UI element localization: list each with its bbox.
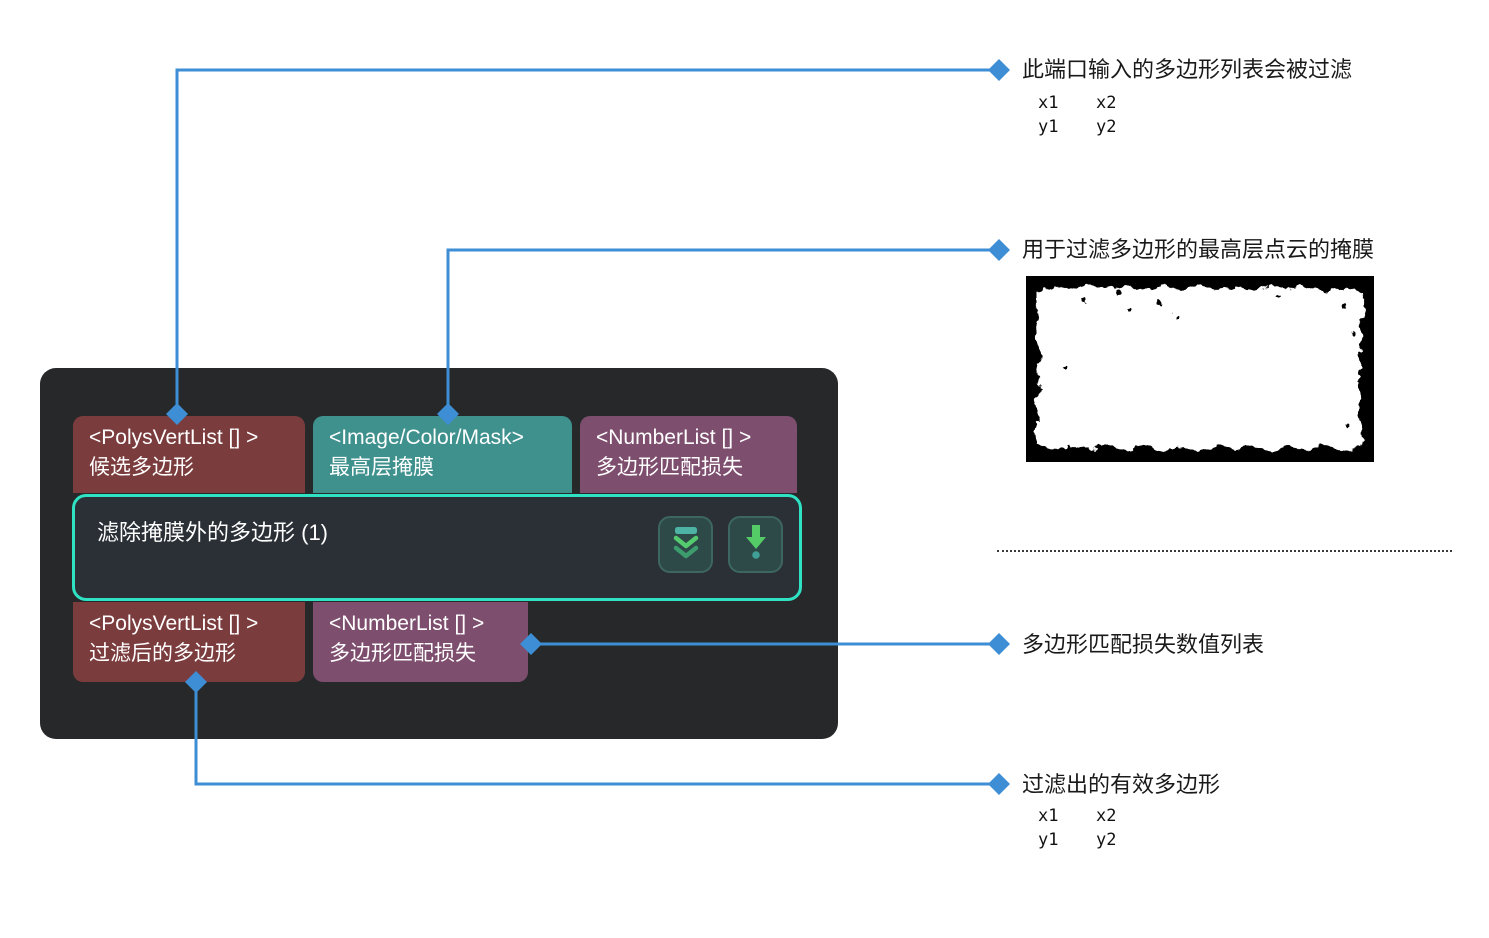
collapse-node-button[interactable] [658, 516, 713, 573]
step-node-title: 滤除掩膜外的多边形 (1) [97, 520, 329, 545]
port-type-label: <PolysVertList [] > [89, 426, 259, 449]
annotation-input-polygons: 此端口输入的多边形列表会被过滤 [1022, 57, 1353, 82]
coord-x2: x2 [1096, 93, 1117, 113]
mask-image [1026, 276, 1374, 462]
diamond-endpoint [988, 633, 1010, 655]
input-port-top-layer-mask[interactable]: <Image/Color/Mask> 最高层掩膜 [313, 416, 572, 493]
port-type-label: <Image/Color/Mask> [329, 426, 524, 449]
coord-y1: y1 [1038, 830, 1059, 850]
diamond-endpoint [988, 239, 1010, 261]
port-type-label: <NumberList [] > [329, 612, 485, 635]
coord-x1: x1 [1038, 806, 1059, 826]
step-node-body[interactable]: 滤除掩膜外的多边形 (1) [72, 494, 802, 601]
port-name-label: 最高层掩膜 [329, 456, 434, 479]
coord-x2: x2 [1096, 806, 1117, 826]
port-type-label: <PolysVertList [] > [89, 612, 259, 635]
separator-dotted-line [997, 550, 1452, 552]
coord-y2: y2 [1096, 830, 1117, 850]
double-chevron-down-icon [671, 525, 701, 564]
input-port-candidate-polygons[interactable]: <PolysVertList [] > 候选多边形 [73, 416, 305, 493]
connector-candidate-polygons [175, 68, 996, 416]
port-name-label: 候选多边形 [89, 456, 194, 479]
arrow-down-dot-icon [744, 524, 768, 565]
annotation-valid-polygons: 过滤出的有效多边形 [1022, 772, 1221, 797]
input-port-polygon-match-loss[interactable]: <NumberList [] > 多边形匹配损失 [580, 416, 797, 493]
port-name-label: 多边形匹配损失 [329, 642, 476, 665]
port-name-label: 多边形匹配损失 [596, 456, 743, 479]
port-name-label: 过滤后的多边形 [89, 642, 236, 665]
annotation-coords-list: x1 x2 y1 y2 [1038, 804, 1116, 852]
port-type-label: <NumberList [] > [596, 426, 752, 449]
output-port-polygon-match-loss[interactable]: <NumberList [] > 多边形匹配损失 [313, 602, 528, 682]
run-to-node-button[interactable] [728, 516, 783, 573]
coord-y2: y2 [1096, 117, 1117, 137]
output-port-filtered-polygons[interactable]: <PolysVertList [] > 过滤后的多边形 [73, 602, 305, 682]
coord-y1: y1 [1038, 117, 1059, 137]
diamond-endpoint [988, 59, 1010, 81]
diamond-endpoint [988, 773, 1010, 795]
coord-x1: x1 [1038, 93, 1059, 113]
annotation-coords-list: x1 x2 y1 y2 [1038, 91, 1116, 139]
annotation-mask: 用于过滤多边形的最高层点云的掩膜 [1022, 237, 1375, 262]
annotation-match-loss: 多边形匹配损失数值列表 [1022, 632, 1265, 657]
